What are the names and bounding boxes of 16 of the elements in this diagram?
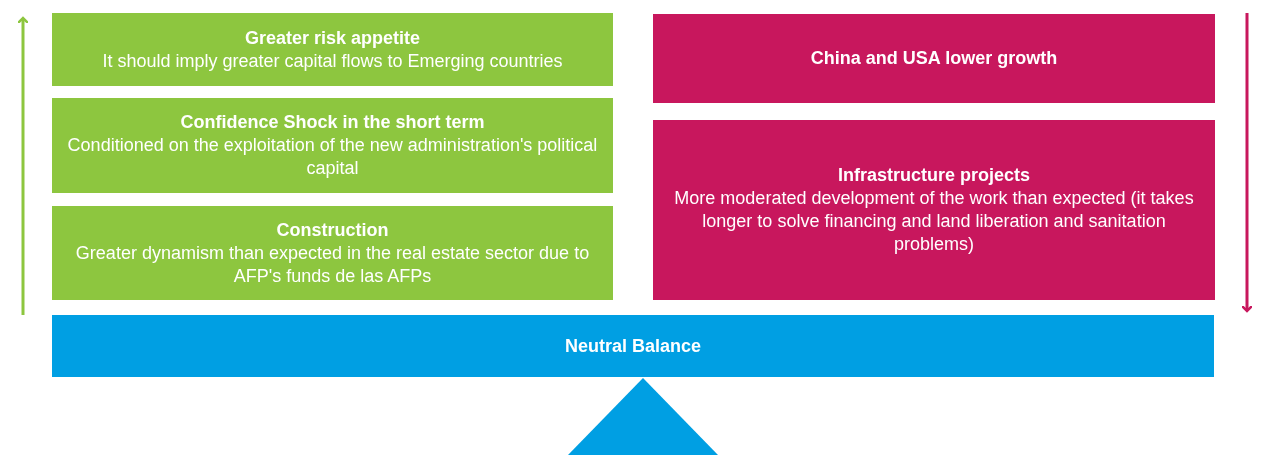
factor-box	[52, 98, 613, 193]
box-heading: Neutral Balance	[564, 334, 702, 358]
box-heading: Confidence Shock in the short term	[180, 111, 485, 134]
factor-box	[653, 120, 1215, 300]
box-description: Greater dynamism than expected in the real estate sector due to AFP's funds de las AFPs	[74, 241, 591, 288]
box-heading: Construction	[276, 218, 389, 242]
box-heading: China and USA lower growth	[810, 47, 1058, 70]
box-heading: Infrastructure projects	[837, 164, 1031, 187]
box-heading: Greater risk appetite	[244, 26, 421, 50]
fulcrum-triangle	[568, 378, 718, 455]
factor-box	[52, 206, 613, 300]
factor-box	[52, 13, 613, 86]
box-description: It should imply greater capital flows to Emerging countries	[102, 49, 563, 73]
box-description: Conditioned on the exploitation of the new administration's political capital	[66, 134, 599, 180]
box-description: More moderated development of the work than expected (it takes longer to solve financing and land liberation and sanitation problems)	[673, 187, 1195, 256]
factor-box	[653, 14, 1215, 103]
